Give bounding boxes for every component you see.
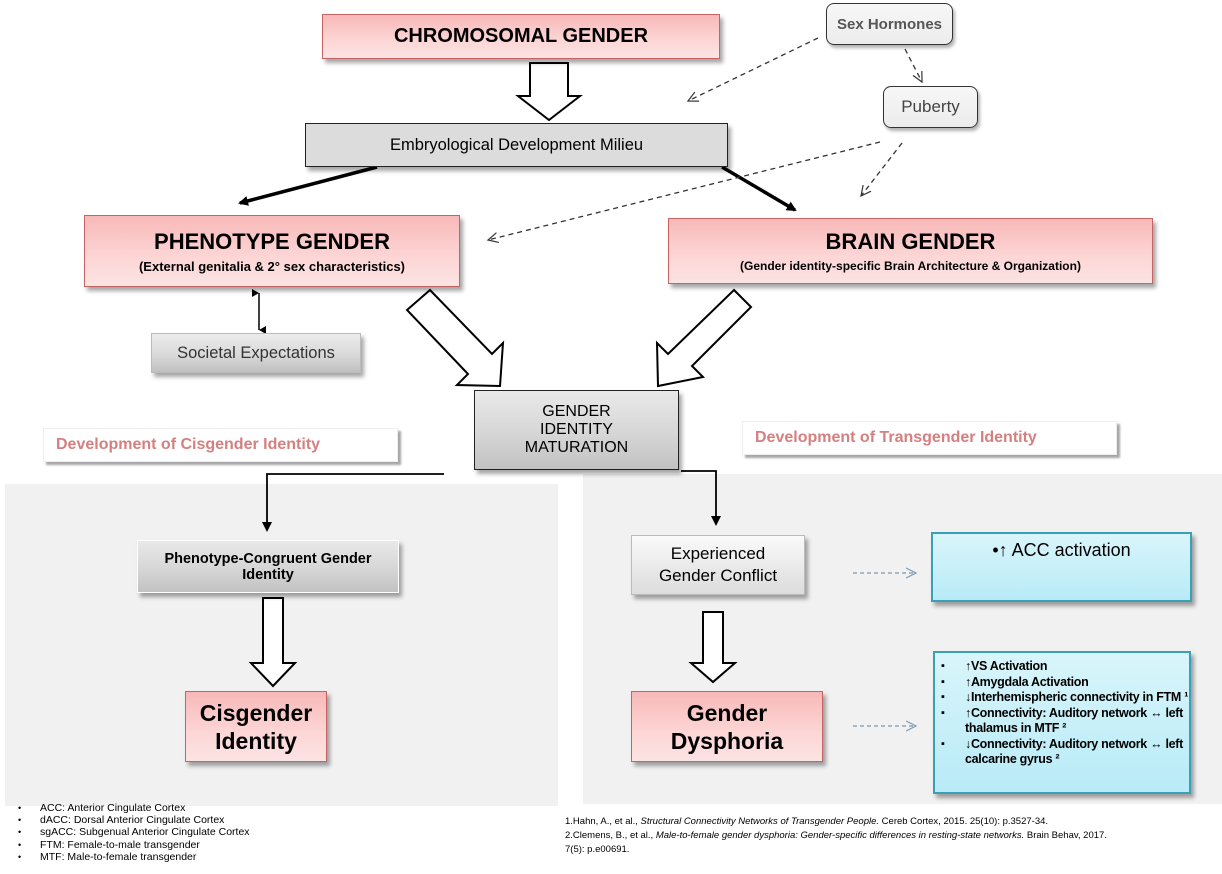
cisgender-line-1: Cisgender (199, 699, 313, 726)
maturation-line-1: GENDER (542, 403, 611, 420)
finding-item: ↑Connectivity: Auditory network ↔ left t… (935, 706, 1189, 737)
reference-1-source: Cereb Cortex, 2015. 25(10): p.3527-34. (879, 816, 1049, 827)
reference-1: 1.Hahn, A., et al., Structural Connectiv… (565, 815, 1125, 829)
puberty-node: Puberty (883, 86, 978, 128)
finding-item: ↑Amygdala Activation (935, 675, 1189, 691)
gender-identity-maturation-node: GENDER IDENTITY MATURATION (474, 390, 679, 470)
experienced-gender-conflict-node: Experienced Gender Conflict (631, 535, 805, 595)
block-arrow-phenotype-to-maturation (405, 288, 505, 388)
abbreviations-list: ACC: Anterior Cingulate Cortex dACC: Dor… (0, 802, 400, 863)
embryological-milieu-node: Embryological Development Milieu (305, 123, 728, 167)
finding-item: ↓Interhemispheric connectivity in FTM ¹ (935, 690, 1189, 706)
dysphoria-line-1: Gender (686, 699, 768, 726)
cisgender-line-2: Identity (215, 727, 297, 754)
arrow-embryo-to-phenotype (238, 165, 378, 206)
block-arrow-brain-to-maturation (655, 288, 753, 388)
reference-2: 2.Clemens, B., et al., Male-to-female ge… (565, 829, 1125, 857)
maturation-line-2: IDENTITY (540, 421, 613, 438)
societal-expectations-node: Societal Expectations (151, 333, 361, 373)
brain-gender-node: BRAIN GENDER (Gender identity-specific B… (668, 218, 1153, 284)
cisgender-identity-node: Cisgender Identity (185, 691, 327, 762)
conflict-line-2: Gender Conflict (658, 566, 778, 585)
abbreviation-item: FTM: Female-to-male transgender (0, 839, 400, 851)
chromosomal-gender-label: CHROMOSOMAL GENDER (393, 25, 649, 47)
references: 1.Hahn, A., et al., Structural Connectiv… (565, 815, 1125, 857)
congruent-line-1: Phenotype-Congruent Gender (164, 550, 372, 567)
brain-gender-subtitle: (Gender identity-specific Brain Architec… (740, 259, 1081, 273)
dysphoria-findings-box: ↑VS Activation ↑Amygdala Activation ↓Int… (933, 651, 1191, 794)
phenotype-gender-subtitle: (External genitalia & 2° sex characteris… (138, 258, 406, 274)
arrow-embryo-to-brain (721, 165, 797, 212)
reference-2-title: Male-to-female gender dysphoria: Gender-… (655, 830, 1025, 841)
cisgender-section-label: Development of Cisgender Identity (43, 428, 398, 462)
dysphoria-findings-list: ↑VS Activation ↑Amygdala Activation ↓Int… (935, 659, 1189, 768)
reference-1-authors: 1.Hahn, A., et al., (565, 816, 641, 827)
cisgender-section-text: Development of Cisgender Identity (56, 436, 321, 453)
acc-activation-text: •↑ ACC activation (992, 540, 1131, 560)
phenotype-gender-node: PHENOTYPE GENDER (External genitalia & 2… (84, 215, 460, 287)
phenotype-gender-title: PHENOTYPE GENDER (154, 228, 390, 254)
gender-dysphoria-node: Gender Dysphoria (631, 691, 823, 762)
reference-2-authors: 2.Clemens, B., et al., (565, 830, 656, 841)
dashed-puberty-to-brain (861, 142, 903, 196)
transgender-section-text: Development of Transgender Identity (755, 429, 1037, 446)
abbreviation-item: MTF: Male-to-female transgender (0, 851, 400, 863)
puberty-label: Puberty (901, 97, 960, 116)
transgender-section-label: Development of Transgender Identity (742, 421, 1117, 455)
conflict-line-1: Experienced (670, 544, 766, 563)
block-arrow-chromosomal (515, 62, 583, 122)
chromosomal-gender-node: CHROMOSOMAL GENDER (322, 14, 720, 59)
reference-1-title: Structural Connectivity Networks of Tran… (640, 816, 880, 827)
sex-hormones-label: Sex Hormones (836, 15, 943, 33)
acc-activation-finding: •↑ ACC activation (931, 532, 1192, 602)
maturation-line-3: MATURATION (524, 439, 629, 456)
finding-item: ↑VS Activation (935, 659, 1189, 675)
phenotype-congruent-identity-node: Phenotype-Congruent Gender Identity (137, 540, 399, 593)
dysphoria-line-2: Dysphoria (670, 727, 784, 754)
societal-expectations-label: Societal Expectations (177, 343, 335, 362)
abbreviation-item: ACC: Anterior Cingulate Cortex (0, 802, 400, 814)
brain-gender-title: BRAIN GENDER (825, 229, 996, 254)
embryological-milieu-label: Embryological Development Milieu (389, 135, 644, 154)
dashed-hormones-to-puberty (904, 48, 922, 82)
reference-2-source: Brain Behav, 2017. 7(5): p.e00691. (565, 830, 1107, 855)
abbreviation-item: sgACC: Subgenual Anterior Cingulate Cort… (0, 826, 400, 838)
sex-hormones-node: Sex Hormones (826, 3, 953, 45)
abbreviation-item: dACC: Dorsal Anterior Cingulate Cortex (0, 814, 400, 826)
congruent-line-2: Identity (242, 566, 294, 583)
finding-item: ↓Connectivity: Auditory network ↔ left c… (935, 737, 1189, 768)
